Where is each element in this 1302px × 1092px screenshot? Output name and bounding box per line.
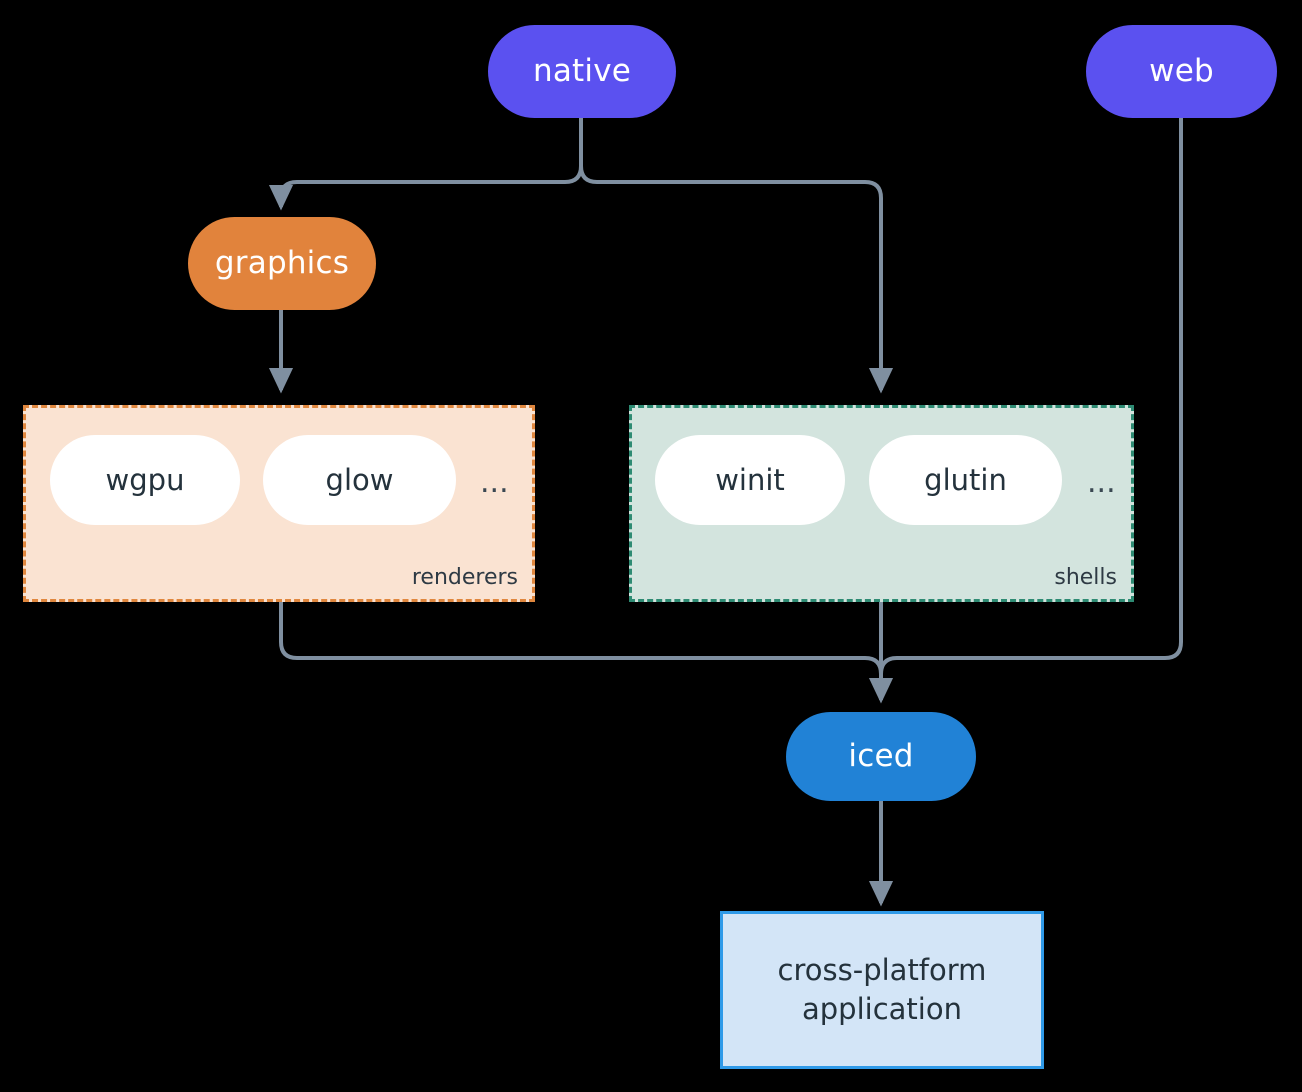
group-shells-item-glutin[interactable]: glutin (869, 435, 1062, 525)
edge-renderers-to-iced (279, 602, 865, 660)
group-renderers-overflow-ellipsis: ... (480, 465, 509, 500)
node-native-label: native (532, 53, 632, 90)
edge-merge-right-fillet (879, 656, 898, 675)
edge-native-trunk-left (564, 165, 583, 184)
group-renderers-label: renderers (411, 564, 518, 590)
edge-native-trunk (579, 118, 598, 184)
node-iced[interactable]: iced (786, 712, 976, 801)
group-renderers-item-wgpu-label: wgpu (105, 463, 185, 497)
group-renderers-item-glow-label: glow (325, 463, 394, 497)
node-graphics[interactable]: graphics (188, 217, 376, 310)
node-application-line2: application (802, 992, 962, 1026)
node-web-label: web (1149, 53, 1214, 90)
node-application-text: cross-platform application (778, 951, 987, 1029)
group-shells-overflow-ellipsis: ... (1087, 465, 1116, 500)
node-native[interactable]: native (488, 25, 676, 118)
node-application[interactable]: cross-platform application (720, 911, 1044, 1069)
group-shells-item-glutin-label: glutin (924, 463, 1007, 497)
node-web[interactable]: web (1086, 25, 1277, 118)
edge-web-to-iced (897, 118, 1183, 660)
group-shells-item-winit-label: winit (715, 463, 785, 497)
node-graphics-label: graphics (214, 245, 350, 282)
edge-merge-left-fillet (864, 656, 883, 675)
node-iced-label: iced (848, 738, 914, 775)
group-shells-item-winit[interactable]: winit (655, 435, 845, 525)
group-shells-label: shells (1054, 564, 1117, 590)
edge-native-to-graphics (268, 180, 565, 211)
edge-native-to-shells (597, 180, 894, 394)
node-application-line1: cross-platform (777, 952, 987, 987)
group-renderers-item-wgpu[interactable]: wgpu (50, 435, 240, 525)
group-renderers-item-glow[interactable]: glow (263, 435, 456, 525)
